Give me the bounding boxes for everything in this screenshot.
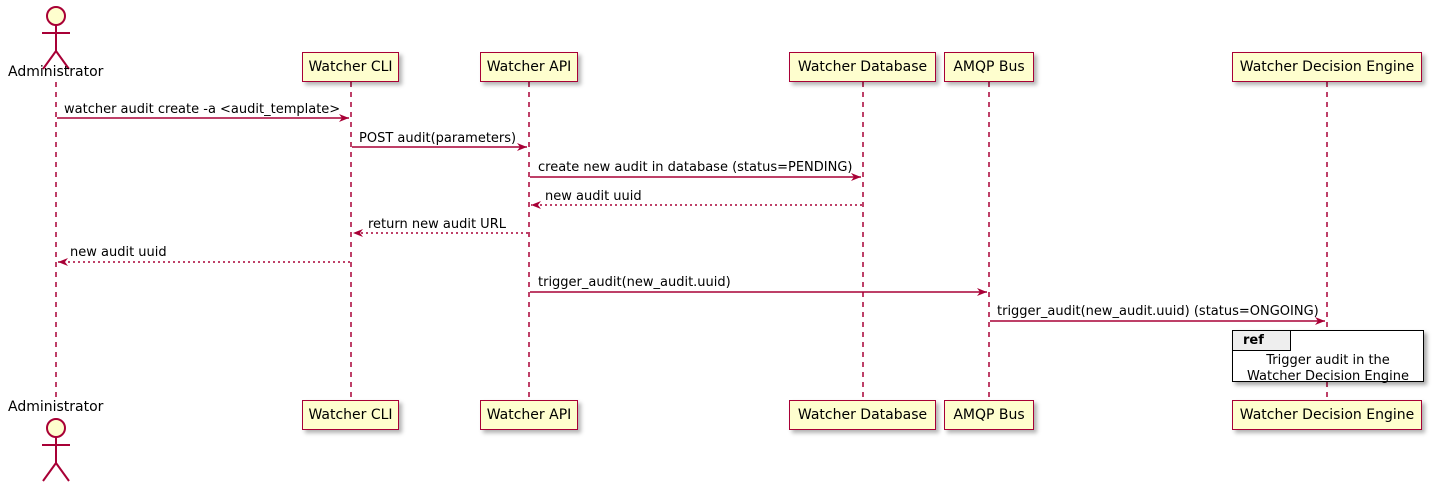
message-label-4: return new audit URL [368, 217, 506, 232]
ref-fragment-operator-label: ref [1243, 333, 1264, 348]
message-arrows-group [57, 114, 1325, 325]
participant-label: Watcher Decision Engine [1239, 59, 1415, 75]
message-label-3: new audit uuid [545, 189, 642, 204]
participant-watcher-cli-bottom[interactable]: Watcher CLI [302, 400, 399, 430]
participant-watcher-database-top[interactable]: Watcher Database [789, 52, 936, 82]
participant-label: Watcher API [486, 59, 572, 75]
participant-watcher-decision-engine-top[interactable]: Watcher Decision Engine [1232, 52, 1422, 82]
ref-fragment-body: Trigger audit in the Watcher Decision En… [1233, 353, 1423, 385]
message-label-2: create new audit in database (status=PEN… [538, 160, 853, 175]
ref-fragment-box: ref Trigger audit in the Watcher Decisio… [1232, 330, 1424, 385]
message-label-6: trigger_audit(new_audit.uuid) [538, 275, 731, 290]
participant-label: Watcher Database [797, 59, 928, 75]
participant-label: Watcher API [486, 407, 572, 423]
message-label-5: new audit uuid [70, 245, 167, 260]
participant-amqp-bus-bottom[interactable]: AMQP Bus [944, 400, 1034, 430]
message-label-0: watcher audit create -a <audit_template> [64, 102, 341, 117]
participant-watcher-api-bottom[interactable]: Watcher API [480, 400, 578, 430]
participant-watcher-database-bottom[interactable]: Watcher Database [789, 400, 936, 430]
message-label-7: trigger_audit(new_audit.uuid) (status=ON… [997, 304, 1319, 319]
ref-fragment-line-2: Watcher Decision Engine [1247, 369, 1409, 384]
participant-label: Watcher CLI [308, 59, 393, 75]
participant-watcher-cli-top[interactable]: Watcher CLI [302, 52, 399, 82]
participant-label: AMQP Bus [953, 407, 1025, 423]
participant-watcher-decision-engine-bottom[interactable]: Watcher Decision Engine [1232, 400, 1422, 430]
ref-fragment-tab [1233, 331, 1291, 351]
participant-label: Watcher Database [797, 407, 928, 423]
participant-label: Watcher Decision Engine [1239, 407, 1415, 423]
actor-administrator-label-bottom[interactable]: Administrator [8, 399, 104, 415]
message-label-1: POST audit(parameters) [359, 131, 517, 146]
actor-administrator-label-top[interactable]: Administrator [8, 64, 104, 80]
participant-label: AMQP Bus [953, 59, 1025, 75]
participant-amqp-bus-top[interactable]: AMQP Bus [944, 52, 1034, 82]
participant-label: Watcher CLI [308, 407, 393, 423]
participant-watcher-api-top[interactable]: Watcher API [480, 52, 578, 82]
lifelines-group [55, 82, 1328, 398]
ref-fragment-line-1: Trigger audit in the [1266, 353, 1390, 368]
